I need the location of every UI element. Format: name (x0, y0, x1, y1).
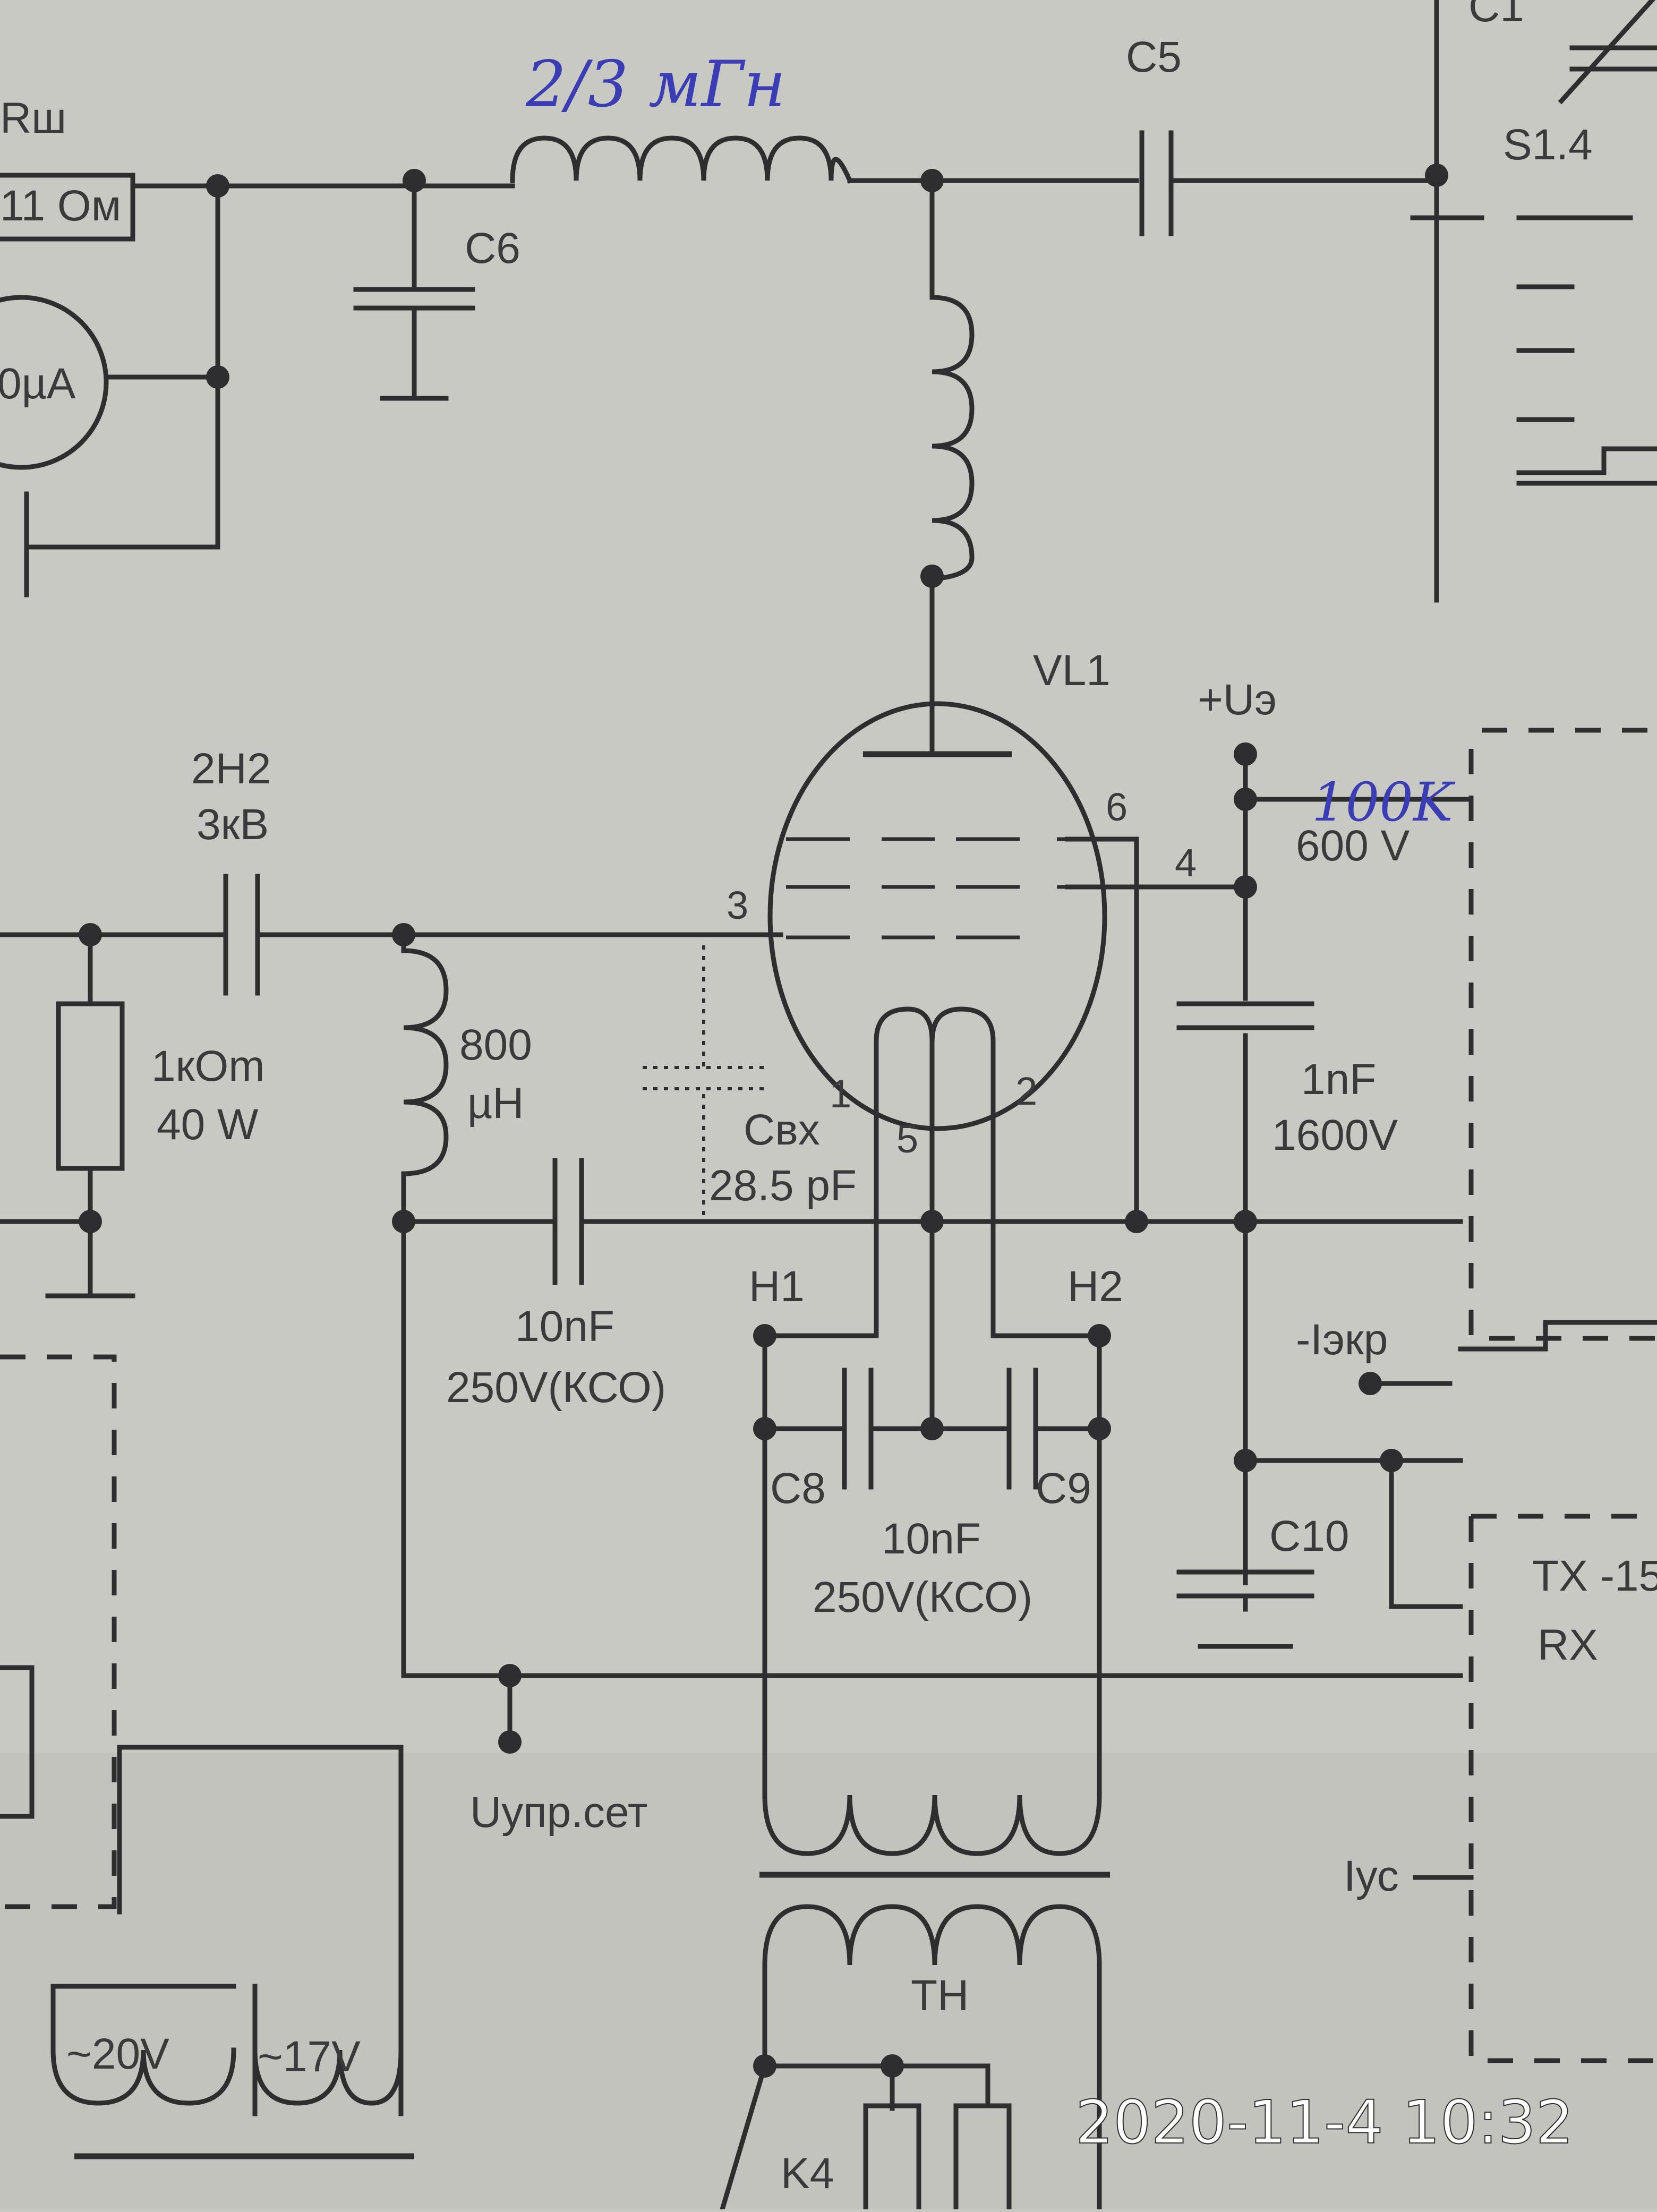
input-wires (0, 836, 1463, 1745)
s14-switch (1410, 215, 1657, 486)
s14-label: S1.4 (1503, 121, 1593, 169)
control-block-dashed (1458, 728, 1657, 2063)
grid-cap-rating-label: 250V(КСО) (446, 1363, 666, 1412)
junction-nodes (79, 164, 1448, 2078)
rshunt-value-label: 11 Ом (0, 182, 121, 230)
tube-pin4-label: 4 (1175, 841, 1197, 885)
microammeter-label: 0µA (0, 360, 76, 408)
tube-pin2-label: 2 (1015, 1069, 1037, 1113)
coupling-cap-rating-label: 3кВ (197, 800, 269, 849)
screen-handwritten-cap: 100K (1312, 771, 1456, 833)
choke-value-label: 800 (459, 1021, 532, 1069)
c9-label: C9 (1036, 1464, 1091, 1513)
relay-label: K4 (781, 2149, 834, 2198)
heater-transformer-th (719, 1792, 1110, 2212)
c5-label: C5 (1126, 33, 1182, 81)
supply-20v-label: ~20V (66, 2030, 169, 2078)
microammeter (0, 295, 109, 470)
c1-label: C1 (1468, 0, 1524, 31)
heater-cap-value-label: 10nF (882, 1515, 981, 1563)
tube-name-label: VL1 (1033, 646, 1111, 695)
c6-label: C6 (465, 224, 520, 272)
screen-current-label: -Iэкр (1296, 1316, 1388, 1364)
grid-choke-800uh (401, 948, 449, 1176)
tx-label: TX -15 (1532, 1552, 1657, 1600)
choke-unit-label: µH (467, 1079, 524, 1128)
top-inductor (510, 135, 853, 184)
grid-capacitor-10nf (552, 1158, 584, 1285)
screen-bypass-capacitor (1176, 1001, 1314, 1030)
psu-dashed-block (0, 1354, 414, 2159)
c1-variable-capacitor (1434, 0, 1657, 603)
load-resistor-1kohm (56, 1001, 125, 1171)
coupling-cap-name-label: 2H2 (191, 745, 271, 793)
c8-capacitor (842, 1368, 874, 1490)
cin-value-label: 28.5 pF (709, 1161, 857, 1210)
vacuum-tube-vl1 (767, 701, 1107, 1224)
c10-capacitor (1176, 1569, 1314, 1599)
top-wires (24, 178, 1439, 597)
resistor-power-label: 40 W (157, 1100, 259, 1149)
screen-cap-rating-label: 1600V (1272, 1111, 1398, 1159)
c6-capacitor (353, 287, 475, 311)
tube-pin6-label: 6 (1106, 785, 1128, 829)
tube-pin3-label: 3 (727, 883, 748, 927)
tube-pin1-label: 1 (830, 1072, 851, 1116)
resistor-value-label: 1кОm (151, 1042, 265, 1090)
c9-capacitor (1006, 1368, 1038, 1490)
heater-cap-rating-label: 250V(КСО) (813, 1573, 1032, 1621)
tube-pin5-label: 5 (896, 1117, 918, 1161)
cin-name-label: Свх (744, 1106, 820, 1154)
c8-label: C8 (770, 1464, 826, 1513)
relay-k4 (863, 2103, 1012, 2212)
c5-capacitor (1139, 130, 1174, 236)
coupling-capacitor-2h2 (223, 874, 260, 996)
supply-label: +Uэ (1198, 676, 1277, 724)
iyc-label: Iус (1344, 1852, 1399, 1900)
transformer-label: TH (911, 1971, 969, 2020)
h2-label: H2 (1067, 1262, 1123, 1311)
screen-cap-value-label: 1nF (1301, 1055, 1376, 1104)
rshunt-resistor (0, 173, 135, 242)
grid-control-label: Uупр.сет (470, 1788, 647, 1837)
screen-voltage-label: 600 V (1296, 822, 1410, 870)
input-capacitance-dotted (643, 945, 770, 1222)
supply-17v-label: ~17V (258, 2032, 361, 2081)
rx-label: RX (1538, 1621, 1598, 1669)
h1-label: H1 (749, 1262, 805, 1311)
photo-timestamp: 2020-11-4 10:32 (1075, 2088, 1574, 2157)
c10-label: C10 (1269, 1512, 1349, 1560)
rshunt-name-label: Rш (0, 94, 66, 142)
inductor-handwritten-label: 2/3 мГн (525, 48, 785, 122)
grid-cap-value-label: 10nF (515, 1302, 614, 1351)
